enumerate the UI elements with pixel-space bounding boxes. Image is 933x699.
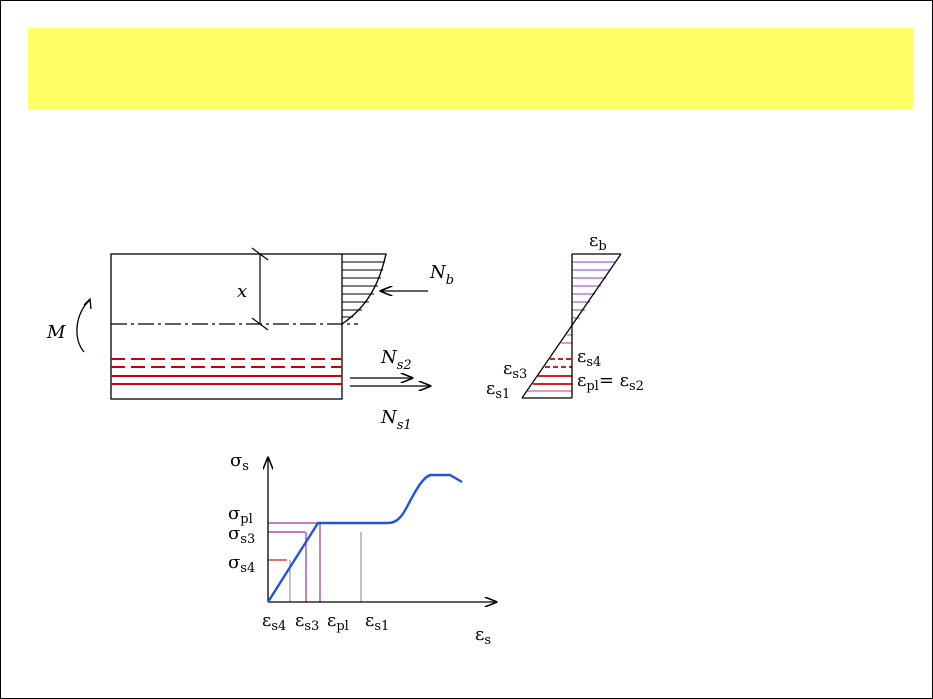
compression-hatch (572, 261, 616, 319)
title-banner (28, 28, 913, 109)
x-tick-es4: εs4 (262, 610, 286, 634)
moment-arrow (76, 299, 91, 353)
y-tick-spl: σpl (228, 503, 253, 527)
steel-force1-label: Ns1 (380, 407, 412, 433)
y-tick-ss4: σs4 (228, 552, 255, 576)
strain-es1-label: εs1 (486, 378, 510, 402)
concrete-stress-block (341, 253, 387, 325)
depth-dimension (251, 247, 269, 331)
strain-eb-label: εb (589, 230, 607, 254)
beam-section: x Nb Ns2 Ns1 M (46, 247, 454, 433)
stress-strain-curve (266, 473, 463, 603)
tension-hatch (527, 334, 572, 392)
beam-outline (110, 253, 343, 400)
concrete-force-label: Nb (429, 262, 454, 288)
depth-label: x (237, 281, 247, 302)
moment-label: M (46, 322, 66, 343)
x-axis-label: εs (475, 624, 491, 648)
y-axis-label: σs (230, 450, 249, 474)
strain-diagram: εb εs3 εs1 εs4 εpl= εs2 (486, 230, 644, 402)
strain-epl-label: εpl= εs2 (577, 370, 644, 394)
moment-arrowhead (83, 297, 92, 310)
steel-force2-label: Ns2 (380, 347, 412, 373)
strain-line (521, 253, 622, 399)
rebar-layers (111, 358, 342, 385)
x-tick-epl: εpl (327, 610, 349, 634)
stress-strain-graph: σs εs σpl σs3 σs4 εs4 εs3 εpl εs1 (228, 450, 496, 648)
x-tick-es3: εs3 (295, 610, 319, 634)
y-tick-ss3: σs3 (228, 523, 255, 547)
strain-es4-label: εs4 (577, 346, 601, 370)
strain-es3-label: εs3 (503, 358, 527, 382)
x-tick-es1: εs1 (365, 610, 389, 634)
